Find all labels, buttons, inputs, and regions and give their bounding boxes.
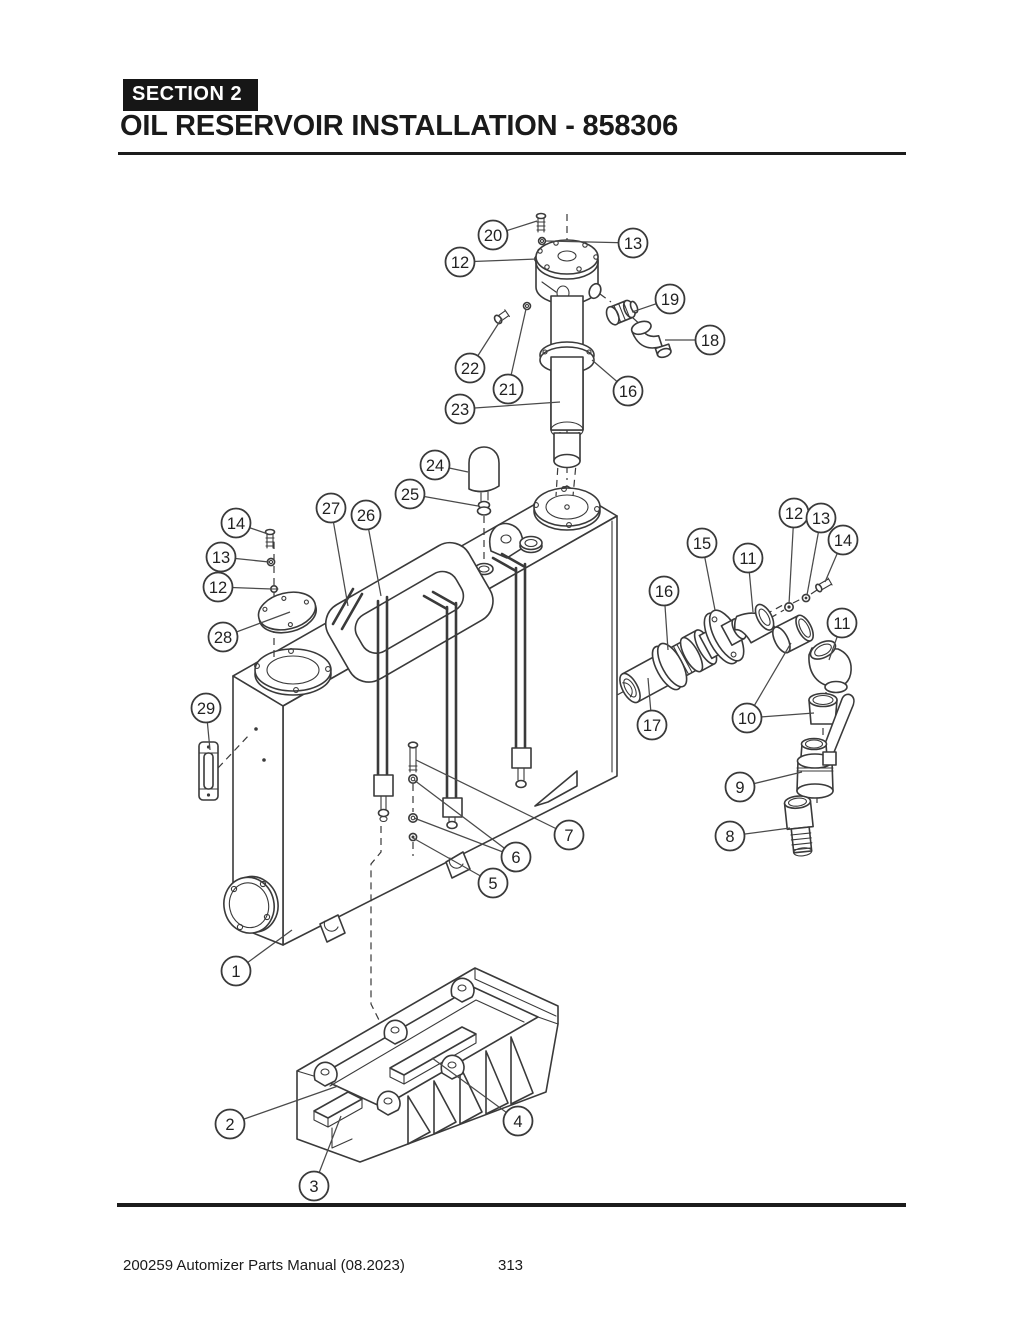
callout-15: 15 — [686, 527, 718, 611]
svg-text:6: 6 — [511, 849, 520, 867]
callout-16: 16 — [591, 359, 644, 407]
filler-neck-assembly — [493, 212, 672, 469]
page-title: OIL RESERVOIR INSTALLATION - 858306 — [120, 110, 679, 142]
callout-6: 6 — [413, 779, 532, 873]
callout-23: 23 — [444, 393, 561, 425]
callout-13: 13 — [205, 541, 270, 573]
tank-straps — [373, 552, 532, 830]
svg-text:13: 13 — [624, 235, 642, 253]
svg-text:8: 8 — [725, 828, 734, 846]
callout-12: 12 — [202, 571, 273, 603]
svg-text:10: 10 — [738, 710, 756, 728]
callout-29: 29 — [190, 692, 222, 751]
svg-text:13: 13 — [212, 549, 230, 567]
callout-8: 8 — [714, 820, 791, 852]
callout-5: 5 — [412, 837, 509, 899]
callout-24: 24 — [419, 449, 469, 481]
callout-13: 13 — [805, 502, 837, 596]
svg-text:7: 7 — [564, 827, 573, 845]
svg-text:18: 18 — [701, 332, 719, 350]
cover-plate-fasteners — [257, 528, 317, 634]
svg-text:12: 12 — [785, 505, 803, 523]
callout-3: 3 — [298, 1115, 342, 1202]
callout-12: 12 — [778, 497, 810, 605]
callout-16: 16 — [648, 575, 680, 651]
callout-17: 17 — [636, 677, 668, 741]
callout-26: 26 — [350, 499, 382, 597]
pipe-coupling — [772, 614, 814, 654]
suction-strainer-assembly — [617, 602, 787, 704]
svg-text:11: 11 — [739, 550, 756, 568]
svg-text:26: 26 — [357, 507, 375, 525]
footer-manual-reference: 200259 Automizer Parts Manual (08.2023) — [123, 1257, 405, 1274]
svg-text:29: 29 — [197, 700, 215, 718]
callout-11: 11 — [732, 542, 764, 613]
vent-elbow — [630, 320, 672, 359]
callout-20: 20 — [477, 219, 538, 251]
tank-handle — [324, 541, 494, 683]
header-rule — [118, 152, 906, 155]
svg-text:1: 1 — [231, 963, 240, 981]
svg-text:16: 16 — [655, 583, 673, 601]
footer-page-number: 313 — [498, 1257, 524, 1274]
svg-text:14: 14 — [834, 532, 852, 550]
outlet-valve-assembly — [772, 577, 855, 857]
callout-1: 1 — [220, 929, 293, 987]
section-badge: SECTION 2 — [123, 79, 259, 111]
hose-barb — [783, 795, 814, 857]
street-elbow — [808, 640, 852, 694]
callout-7: 7 — [415, 759, 585, 851]
svg-text:12: 12 — [209, 579, 227, 597]
callout-13: 13 — [545, 227, 649, 259]
ball-valve — [796, 693, 855, 799]
svg-text:27: 27 — [322, 500, 340, 518]
callout-21: 21 — [492, 308, 527, 405]
svg-text:12: 12 — [451, 254, 469, 272]
svg-text:4: 4 — [513, 1113, 522, 1131]
svg-text:14: 14 — [227, 515, 245, 533]
callout-11: 11 — [826, 607, 858, 661]
callout-25: 25 — [394, 478, 479, 510]
svg-text:5: 5 — [488, 875, 497, 893]
svg-text:13: 13 — [812, 510, 830, 528]
mounting-cradle — [296, 967, 559, 1163]
svg-text:17: 17 — [643, 717, 661, 735]
svg-text:22: 22 — [461, 360, 479, 378]
svg-text:15: 15 — [693, 535, 711, 553]
svg-text:9: 9 — [735, 779, 744, 797]
callout-18: 18 — [665, 324, 726, 356]
svg-text:16: 16 — [619, 383, 637, 401]
callout-14: 14 — [824, 524, 859, 583]
svg-text:11: 11 — [833, 615, 850, 633]
sight-gauge — [198, 741, 219, 801]
svg-text:2: 2 — [225, 1116, 234, 1134]
breather-cap — [468, 446, 500, 516]
svg-text:25: 25 — [401, 486, 419, 504]
svg-text:19: 19 — [661, 291, 679, 309]
callout-12: 12 — [444, 246, 538, 278]
callout-28: 28 — [207, 611, 291, 653]
callout-14: 14 — [220, 507, 269, 539]
svg-text:24: 24 — [426, 457, 444, 475]
reservoir-tank — [223, 485, 618, 946]
footer-rule — [117, 1203, 906, 1207]
svg-text:23: 23 — [451, 401, 469, 419]
svg-text:28: 28 — [214, 629, 232, 647]
callout-10: 10 — [731, 642, 815, 734]
svg-text:21: 21 — [499, 381, 517, 399]
callout-22: 22 — [454, 317, 503, 384]
svg-text:3: 3 — [309, 1178, 318, 1196]
breather-plug — [605, 299, 639, 326]
callout-4: 4 — [431, 1057, 534, 1137]
svg-text:20: 20 — [484, 227, 502, 245]
callout-19: 19 — [631, 283, 686, 315]
callout-9: 9 — [724, 771, 803, 803]
callout-27: 27 — [315, 492, 349, 607]
callout-2: 2 — [214, 1085, 339, 1140]
